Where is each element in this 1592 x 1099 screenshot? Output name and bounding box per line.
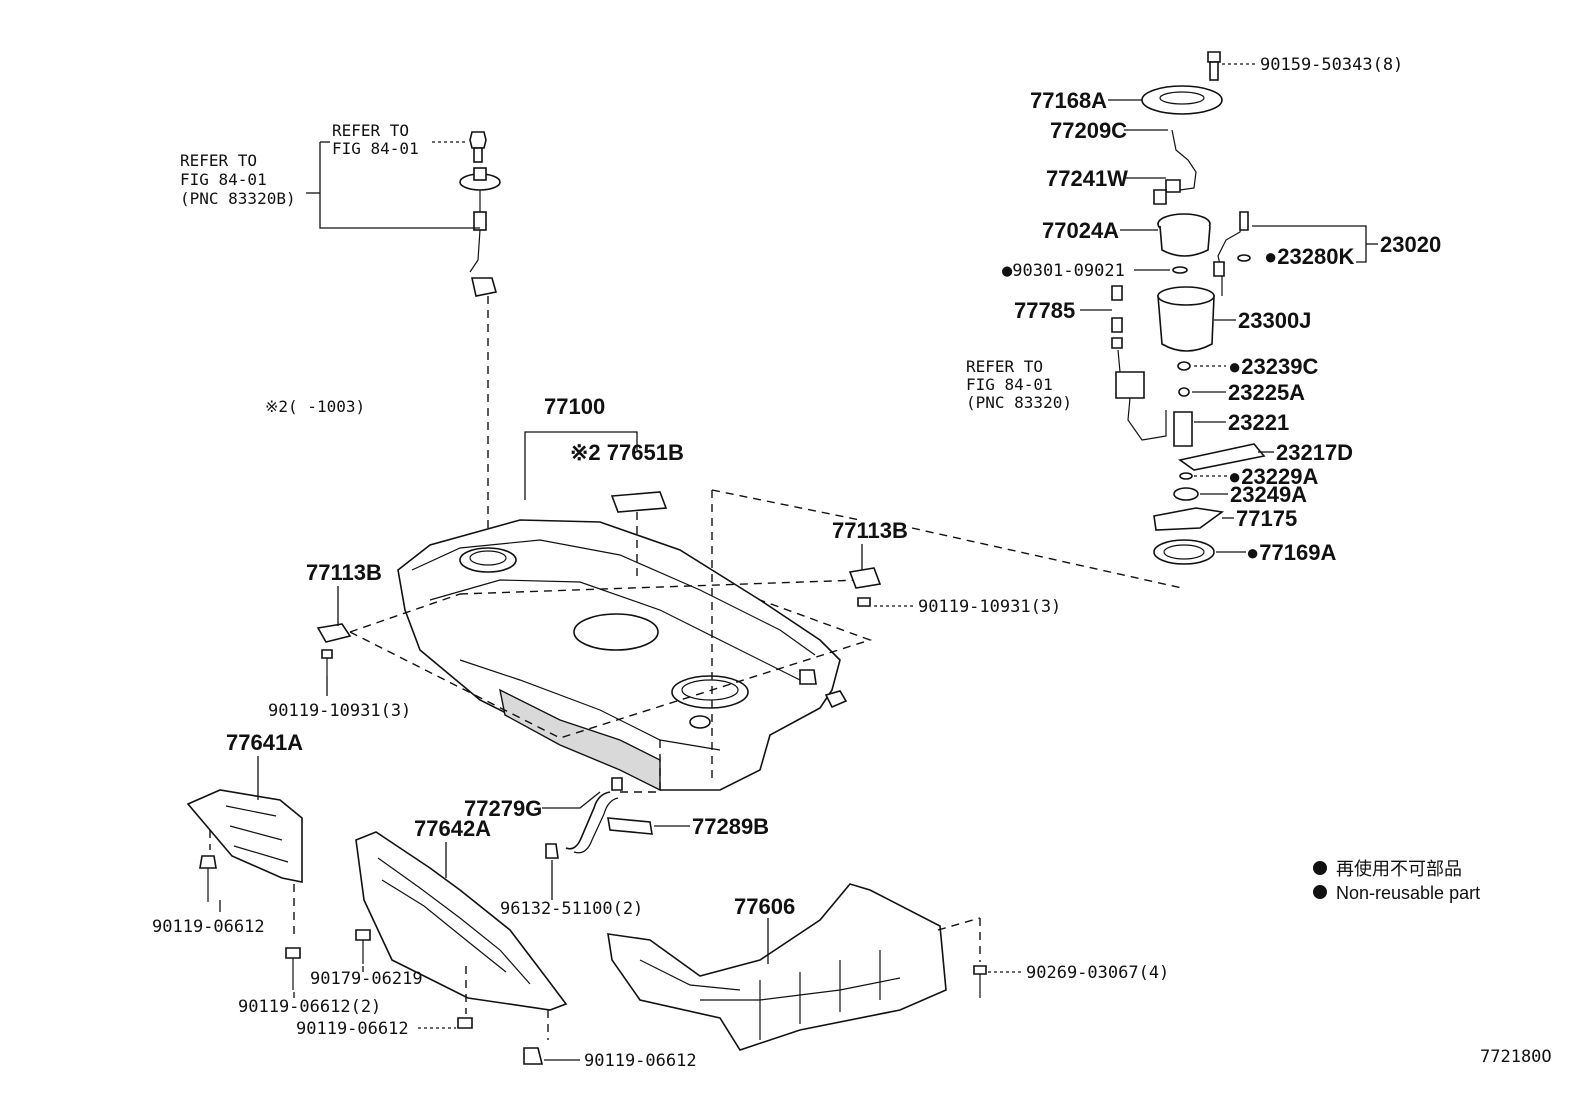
legend-line-1: 再使用不可部品	[1336, 859, 1462, 879]
label-77024a: 77024A	[1042, 218, 1119, 243]
ref-label-left-top-1: REFER TO	[332, 121, 409, 140]
label-23225a: 23225A	[1228, 380, 1305, 405]
hose-assembly	[542, 740, 690, 900]
label-77289b: 77289B	[692, 814, 769, 839]
note-left: ※2( -1003)	[265, 397, 365, 416]
label-77642a: 77642A	[414, 816, 491, 841]
label-90119-06612-a: 90119-06612	[152, 917, 265, 937]
protector-77641a	[186, 756, 303, 990]
label-77209c: 77209C	[1050, 118, 1127, 143]
label-23239c: ●23239C	[1228, 354, 1318, 379]
bracket-77113b-right	[848, 544, 914, 607]
label-90179: 90179-06219	[310, 969, 423, 989]
label-23300j: 23300J	[1238, 308, 1311, 333]
label-77169a: ●77169A	[1246, 540, 1336, 565]
label-77279g: 77279G	[464, 796, 542, 821]
leader-lines	[219, 900, 364, 998]
ref-label-left-main-1: REFER TO	[180, 151, 257, 170]
ref-label-right-3: (PNC 83320)	[966, 393, 1072, 412]
label-90119-06612-b: 90119-06612	[296, 1019, 409, 1039]
label-77113b-right: 77113B	[832, 518, 908, 543]
label-23249a: 23249A	[1230, 482, 1307, 507]
label-90119-06612-2: 90119-06612(2)	[238, 997, 381, 1017]
tank-reference-lines	[349, 431, 1183, 780]
ref-label-right-2: FIG 84-01	[966, 375, 1053, 394]
bullet-dot-icon	[1313, 885, 1327, 899]
label-90159: 90159-50343(8)	[1260, 55, 1403, 75]
ref-label-left-top-2: FIG 84-01	[332, 139, 419, 158]
protector-77606	[607, 883, 1022, 1051]
legend-line-2: Non-reusable part	[1336, 883, 1480, 903]
ref-label-left-main-3: (PNC 83320B)	[180, 189, 296, 208]
protector-77642a	[355, 831, 580, 1065]
bullet-dot-icon	[1313, 861, 1327, 875]
label-77785: 77785	[1014, 298, 1075, 323]
label-90119-06612-c: 90119-06612	[584, 1051, 697, 1071]
label-23020: 23020	[1380, 232, 1441, 257]
label-77606: 77606	[734, 894, 795, 919]
label-77641a: 77641A	[226, 730, 303, 755]
ref-label-right-1: REFER TO	[966, 357, 1043, 376]
label-77241w: 77241W	[1046, 166, 1128, 191]
diagram-code: 772180O	[1480, 1047, 1552, 1067]
label-96132: 96132-51100(2)	[500, 899, 643, 919]
bracket-77113b-left	[316, 586, 352, 696]
legend: 再使用不可部品 Non-reusable part	[1313, 859, 1480, 903]
label-77113b-left: 77113B	[306, 560, 382, 585]
label-23217d: 23217D	[1276, 440, 1353, 465]
fuel-pump-module	[1080, 51, 1378, 565]
label-23221: 23221	[1228, 410, 1289, 435]
fuel-tank-77100	[397, 519, 848, 792]
label-77168a: 77168A	[1030, 88, 1107, 113]
ref-label-left-main-2: FIG 84-01	[180, 170, 267, 189]
label-77651b: ※2 77651B	[570, 440, 684, 465]
pad-77651b	[610, 491, 668, 513]
label-90269: 90269-03067(4)	[1026, 963, 1169, 983]
label-90119-10931-right: 90119-10931(3)	[918, 597, 1061, 617]
label-90119-10931-left: 90119-10931(3)	[268, 701, 411, 721]
fuel-sender-assembly	[459, 131, 501, 550]
ref-bracket-left	[306, 141, 480, 229]
label-77100: 77100	[544, 394, 605, 419]
label-77175: 77175	[1236, 506, 1297, 531]
label-23280k: ●23280K	[1264, 244, 1354, 269]
label-90301: ●90301-09021	[1002, 261, 1125, 281]
label-23229a: ●23229A	[1228, 464, 1318, 489]
